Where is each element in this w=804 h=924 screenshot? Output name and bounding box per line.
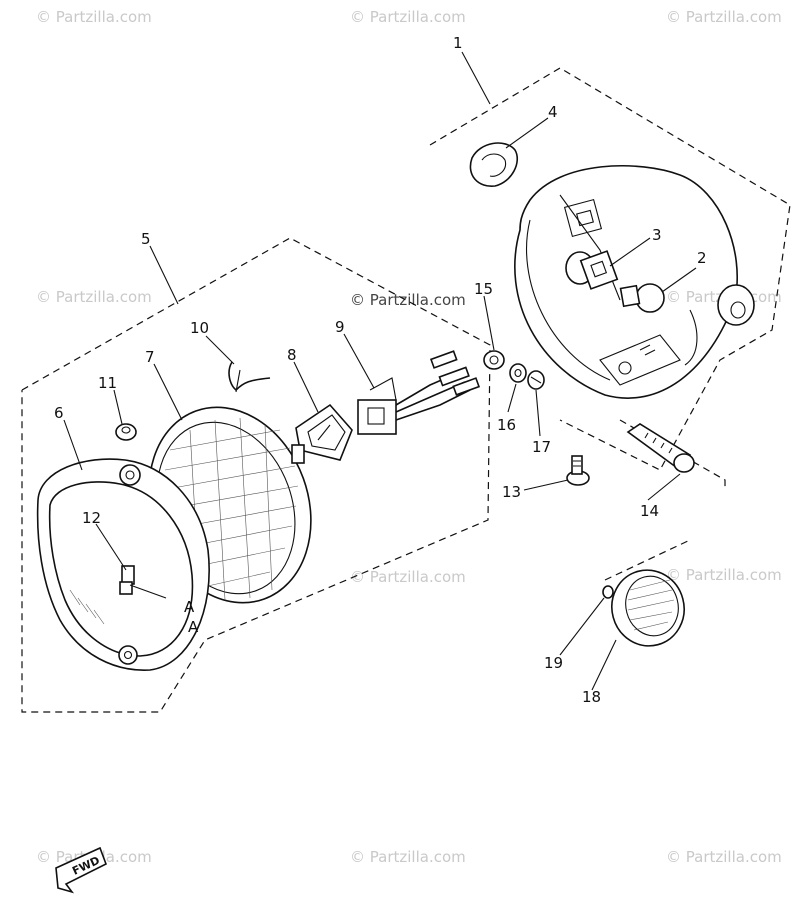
nut-part-11: [115, 423, 137, 441]
callout-19: 19: [544, 654, 563, 672]
callout-12: 12: [82, 509, 101, 527]
watermark: © Partzilla.com: [350, 8, 466, 26]
clip-part-12: [119, 565, 135, 595]
callout-3: 3: [652, 226, 662, 244]
callout-15: 15: [474, 280, 493, 298]
screw-part-13: [566, 455, 590, 486]
watermark: © Partzilla.com: [350, 848, 466, 866]
watermark: © Partzilla.com: [666, 8, 782, 26]
callout-10: 10: [190, 319, 209, 337]
washer-part-16: [509, 363, 527, 383]
watermark-layer: © Partzilla.com © Partzilla.com © Partzi…: [36, 8, 782, 866]
callout-4: 4: [548, 103, 558, 121]
callout-11: 11: [98, 374, 117, 392]
watermark: © Partzilla.com: [36, 288, 152, 306]
callout-9: 9: [335, 318, 345, 336]
assembly-outline-5: [21, 237, 491, 713]
lens-mark-a: A: [184, 598, 195, 616]
screw-part-19: [602, 585, 614, 599]
assembly-outline-1: [429, 67, 791, 471]
grommet-part-4: [469, 142, 519, 187]
callout-16: 16: [497, 416, 516, 434]
watermark: © Partzilla.com: [666, 848, 782, 866]
callout-2: 2: [697, 249, 707, 267]
lens-mark-a: A: [188, 618, 199, 636]
marker-lens-part-18: [611, 569, 685, 647]
rim-part-6: A A: [36, 458, 210, 671]
callout-6: 6: [54, 404, 64, 422]
connector-part-9: [357, 350, 481, 435]
socket-part-3: [565, 250, 619, 290]
nut-part-15: [483, 350, 505, 370]
callout-14: 14: [640, 502, 659, 520]
callout-5: 5: [141, 230, 151, 248]
callout-13: 13: [502, 483, 521, 501]
callout-18: 18: [582, 688, 601, 706]
leader-lines: [63, 51, 697, 691]
callout-layer: 1 2 3 4 5 6 7 8 9 10 11 12 13 14 15 16 1…: [54, 34, 707, 706]
callout-1: 1: [453, 34, 463, 52]
headlight-shell: [514, 165, 755, 399]
watermark: © Partzilla.com: [350, 291, 466, 309]
watermark: © Partzilla.com: [666, 566, 782, 584]
callout-7: 7: [145, 348, 155, 366]
spring-part-10: [228, 361, 271, 393]
bolt-part-14: [626, 423, 695, 473]
callout-8: 8: [287, 346, 297, 364]
watermark: © Partzilla.com: [350, 568, 466, 586]
bulb-part-2: [619, 283, 665, 313]
callout-17: 17: [532, 438, 551, 456]
washer-part-17: [527, 370, 545, 390]
watermark: © Partzilla.com: [36, 8, 152, 26]
